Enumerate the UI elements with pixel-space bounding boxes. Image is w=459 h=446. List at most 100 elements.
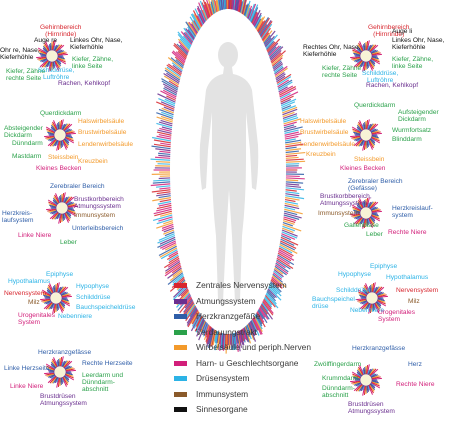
organ-label-r2-9: Kleines Becken: [340, 165, 386, 172]
organ-label-l1-5: Schilddrüse, Luftröhre: [38, 67, 75, 82]
organ-label-l3-4: Unterleibsbereich: [72, 225, 124, 232]
finger-burst-l1: [36, 40, 68, 72]
organ-label-r3-4: Gallenblase: [344, 222, 379, 229]
organ-label-r2-5: Lendenwirbelsäule: [300, 141, 355, 148]
organ-label-l1-7: Rachen, Kehlkopf: [58, 80, 111, 87]
organ-label-l4-8: Nebenniere: [58, 313, 93, 320]
organ-label-r2-4: Wurmfortsatz: [392, 127, 432, 134]
organ-label-l1-3: Linkes Ohr, Nase, Kieferhöhle: [70, 37, 123, 52]
organ-label-l3-2: Brustkorbbereich Atmungssystem: [74, 196, 124, 211]
organ-label-l3-5: Linke Niere: [18, 232, 52, 239]
organ-label-r1-2: Rechtes Ohr, Nase, Kieferhöhle: [303, 44, 361, 59]
organ-label-r1-5: Schilddrüse, Luftröhre: [362, 70, 399, 85]
organ-label-r1-1: Auge li: [392, 28, 413, 35]
organ-label-r3-5: Leber: [366, 231, 383, 238]
legend-item: Wirbelsäule und periph.Nerven: [174, 342, 334, 354]
organ-label-l4-7: Urogenitales System: [18, 312, 56, 327]
legend-label: Drüsensystem: [196, 373, 250, 383]
organ-label-l1-0: Gehirnbereich (Hirnrinde): [40, 24, 82, 39]
organ-label-l3-3: Immunsystem: [74, 212, 116, 219]
legend-item: Drüsensystem: [174, 373, 334, 385]
organ-label-r4-2: Hypothalamus: [386, 274, 429, 281]
organ-label-l2-7: Steissbein: [48, 154, 79, 161]
legend-item: Herzkranzgefäße: [174, 311, 334, 323]
organ-label-r5-2: Herz: [408, 361, 422, 368]
legend-swatch: [174, 329, 187, 335]
legend-label: Atmungssystem: [196, 295, 256, 306]
organ-label-r1-3: Linkes Ohr, Nase, Kieferhöhle: [392, 37, 445, 52]
organ-label-l1-2: Ohr re, Nase, Kieferhöhle: [0, 47, 40, 62]
legend-label: Harn- u Geschlechtsorgane: [196, 357, 299, 368]
finger-burst-l3: [46, 192, 78, 224]
organ-label-l2-1: Halswirbelsäule: [78, 118, 125, 125]
organ-label-r2-1: Halswirbelsäule: [300, 118, 347, 125]
legend-swatch: [174, 360, 187, 366]
organ-label-r4-7: Nebenniere: [350, 307, 385, 314]
organ-label-r4-4: Nervensystem: [396, 287, 439, 294]
organ-label-r2-0: Querdickdarm: [354, 102, 396, 109]
organ-label-r3-6: Rechte Niere: [388, 229, 427, 236]
legend-swatch: [174, 391, 187, 397]
organ-label-l2-0: Querdickdarm: [40, 110, 82, 117]
organ-label-r3-2: Immunsystem: [318, 210, 360, 217]
organ-label-r1-7: Rachen, Kehlkopf: [366, 82, 419, 89]
organ-label-r4-5: Bauchspeichel- drüse: [312, 296, 358, 311]
legend-item: Sinnesorgane: [174, 404, 334, 416]
organ-label-r5-6: Brustdrüsen Atmungssystem: [348, 401, 395, 416]
organ-label-l5-1: Linke Herzseite: [4, 365, 50, 372]
organ-label-r2-3: Brustwirbelsäule: [300, 129, 349, 136]
organ-label-r4-8: Urogenitales System: [378, 309, 416, 324]
organ-label-l3-0: Zerebraler Bereich: [50, 183, 105, 190]
finger-burst-r4: [356, 282, 388, 314]
legend-label: Wirbelsäule und periph.Nerven: [196, 342, 311, 352]
organ-label-r5-3: Krummdarm: [322, 375, 359, 382]
organ-label-r1-4: Kiefer, Zähne rechte Seite: [322, 65, 362, 80]
organ-label-r2-7: Kreuzbein: [306, 151, 336, 158]
organ-label-l5-2: Rechte Herzseite: [82, 360, 133, 367]
organ-label-l1-4: Kiefer, Zähne rechte Seite: [6, 68, 46, 83]
legend-label: Verdauungstrakt: [196, 326, 257, 337]
legend-label: Zentrales Nervensystem: [196, 280, 287, 290]
organ-label-l2-2: Absteigender Dickdarm: [4, 125, 43, 140]
legend-label: Sinnesorgane: [196, 404, 248, 414]
organ-label-r1-6: Kiefer, Zähne, linke Seite: [392, 56, 434, 71]
human-silhouette: [199, 42, 259, 302]
organ-label-l4-0: Epiphyse: [46, 271, 74, 278]
legend-swatch: [174, 345, 187, 350]
legend-swatch: [174, 376, 187, 381]
finger-burst-r2: [350, 119, 382, 151]
organ-label-l4-4: Schilddrüse: [76, 294, 111, 301]
organ-label-l2-4: Dünndarm: [12, 140, 43, 147]
organ-label-l2-8: Kreuzbein: [78, 158, 108, 165]
legend-item: Atmungssystem: [174, 296, 334, 308]
organ-label-l2-6: Mastdarm: [12, 153, 42, 160]
legend-swatch: [174, 407, 187, 412]
finger-burst-r1: [350, 40, 382, 72]
legend-item: Immunsystem: [174, 389, 334, 401]
organ-label-l3-6: Leber: [60, 239, 77, 246]
legend-swatch: [174, 283, 187, 288]
organ-label-l4-2: Hypophyse: [76, 283, 109, 290]
organ-label-r3-0: Zerebraler Bereich (Gefässe): [348, 178, 403, 193]
organ-label-l4-6: Bauchspeicheldrüse: [76, 304, 136, 311]
finger-burst-r5: [350, 364, 382, 396]
legend-swatch: [174, 298, 187, 304]
organ-label-r2-2: Aufsteigender Dickdarm: [398, 109, 439, 124]
organ-label-l5-5: Brustdrüsen Atmungssystem: [40, 393, 87, 408]
organ-label-r5-5: Rechte Niere: [396, 381, 435, 388]
organ-label-l5-3: Linke Niere: [10, 383, 44, 390]
organ-label-l4-3: Nervensystem: [4, 290, 47, 297]
organ-label-r2-6: Blinddarm: [392, 136, 422, 143]
organ-label-r5-1: Zwölffingerdarm: [314, 361, 362, 368]
organ-label-r4-0: Epiphyse: [370, 263, 398, 270]
legend-item: Zentrales Nervensystem: [174, 280, 334, 292]
finger-burst-l2: [44, 119, 76, 151]
organ-label-l4-5: Milz: [28, 299, 40, 306]
organ-label-r4-1: Hypophyse: [338, 271, 371, 278]
organ-label-l4-1: Hypothalamus: [8, 278, 51, 285]
organ-label-r3-3: Herzkreislauf- system: [392, 205, 433, 220]
organ-label-l5-0: Herzkranzgefässe: [38, 349, 92, 356]
organ-label-l2-3: Brustwirbelsäule: [78, 129, 127, 136]
organ-label-r3-1: Brustkorbbereich, Atmungssystem: [320, 193, 372, 208]
